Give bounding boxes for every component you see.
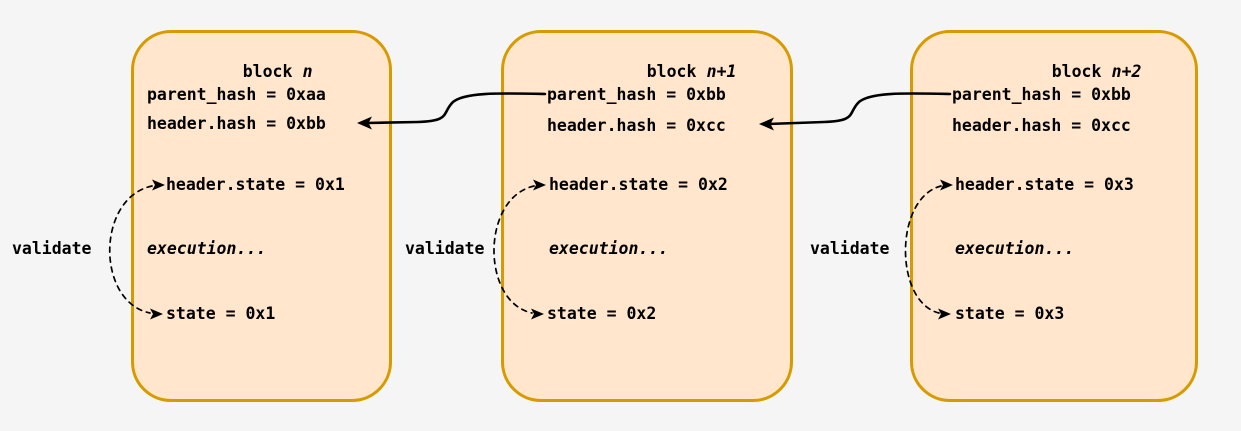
block-node-n2: [910, 30, 1198, 402]
field-header-hash: header.hash = 0xbb: [147, 114, 326, 133]
field-execution: execution...: [147, 239, 267, 258]
field-state: state = 0x3: [955, 304, 1065, 323]
field-header-state: header.state = 0x1: [166, 175, 345, 194]
block-title-index: n: [302, 62, 313, 81]
block-node-n1: [501, 30, 793, 402]
field-parent-hash: parent_hash = 0xaa: [147, 85, 326, 104]
block-title-index: n+2: [1111, 62, 1142, 81]
block-title: block n+1: [607, 42, 737, 102]
field-header-hash: header.hash = 0xcc: [952, 116, 1131, 135]
field-header-state: header.state = 0x3: [955, 175, 1134, 194]
field-state: state = 0x2: [547, 304, 657, 323]
field-parent-hash: parent_hash = 0xbb: [547, 85, 726, 104]
block-title-word: block: [646, 62, 697, 81]
block-title-index: n+1: [706, 62, 737, 81]
validate-label: validate: [405, 239, 485, 258]
block-title-word: block: [242, 62, 293, 81]
validate-label: validate: [12, 239, 92, 258]
field-parent-hash: parent_hash = 0xbb: [952, 85, 1131, 104]
field-execution: execution...: [955, 239, 1075, 258]
field-header-hash: header.hash = 0xcc: [547, 116, 726, 135]
block-title: block n+2: [1012, 42, 1142, 102]
field-header-state: header.state = 0x2: [549, 175, 728, 194]
block-node-n: [131, 30, 392, 402]
validate-label: validate: [810, 239, 890, 258]
field-execution: execution...: [549, 239, 669, 258]
block-title-word: block: [1051, 62, 1102, 81]
field-state: state = 0x1: [166, 304, 276, 323]
